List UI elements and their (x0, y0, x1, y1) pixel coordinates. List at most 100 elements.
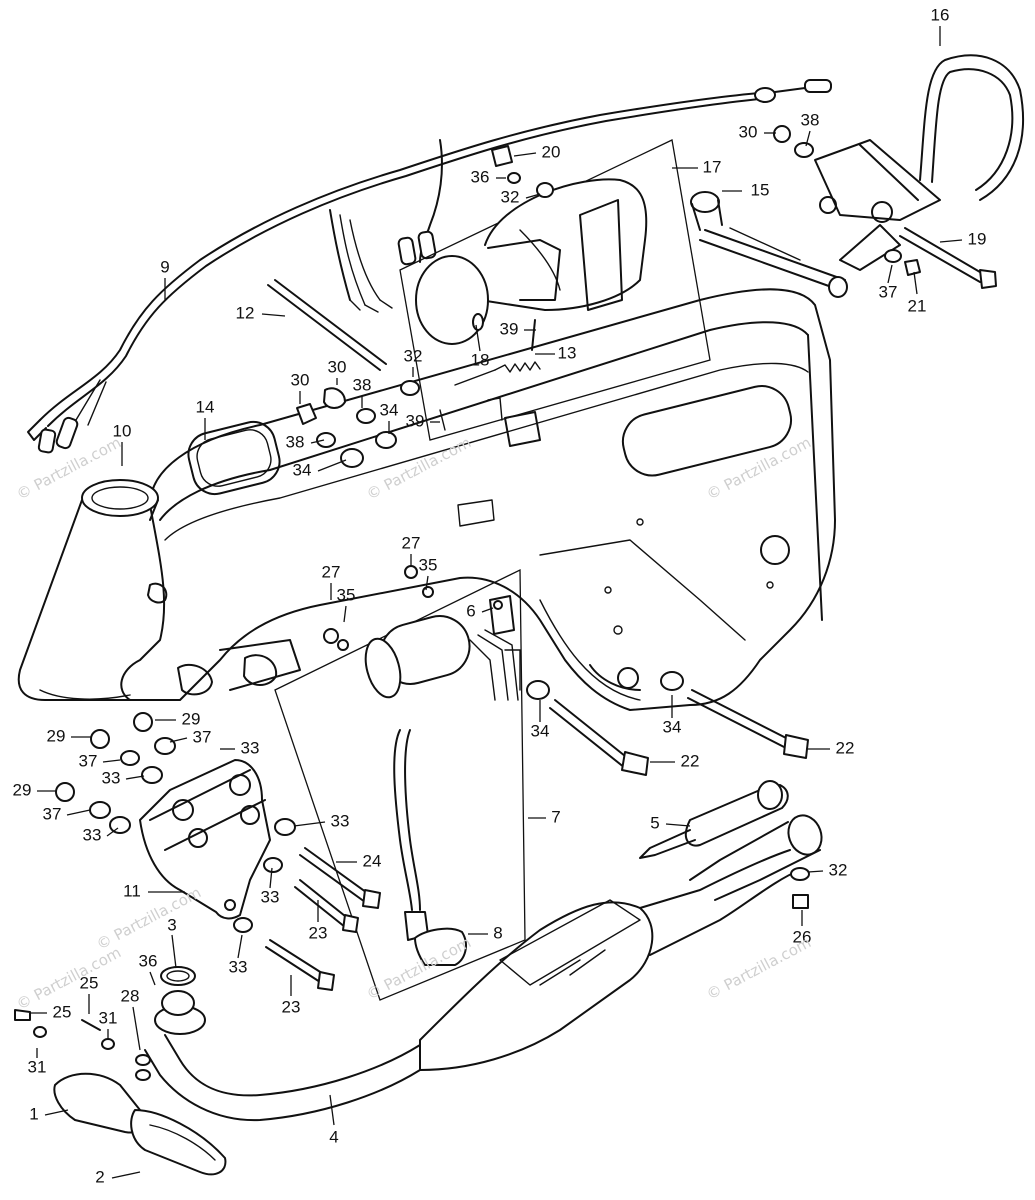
part-callout-c24: 24 (363, 851, 382, 870)
part-callout-c27a: 27 (322, 562, 341, 581)
leader-line-c35b (425, 575, 429, 591)
part-callout-c22b: 22 (836, 738, 855, 757)
leader-line-c5 (665, 823, 691, 827)
part-callout-c34c: 34 (531, 721, 550, 740)
leader-line-c37c (66, 809, 91, 816)
part-callout-c37a: 37 (193, 727, 212, 746)
part-callout-c31a: 31 (99, 1008, 118, 1027)
part-callout-c32c: 32 (829, 860, 848, 879)
part-callout-c35a: 35 (337, 585, 356, 604)
part-callout-c33f: 33 (229, 957, 248, 976)
part-callout-c38c: 38 (286, 432, 305, 451)
leader-line-c37a (169, 737, 188, 743)
part-callout-c16: 16 (931, 5, 950, 24)
frame-body (120, 288, 836, 711)
part-callout-c21: 21 (908, 296, 927, 315)
head-tube (17, 479, 301, 701)
leader-line-c36b (149, 971, 156, 986)
battery-box-assembly (399, 139, 711, 441)
part-callout-c37c: 37 (43, 804, 62, 823)
part-callout-c34b: 34 (293, 460, 312, 479)
part-callout-c29b: 29 (182, 709, 201, 728)
leader-line-c38c (310, 439, 325, 444)
part-callout-c37d: 37 (879, 282, 898, 301)
part-callout-c39a: 39 (500, 319, 519, 338)
part-callout-c28: 28 (121, 986, 140, 1005)
part-callout-c5: 5 (650, 813, 659, 832)
leader-line-c32a (525, 193, 541, 199)
leader-line-c33b (125, 775, 145, 780)
part-callout-c17: 17 (703, 157, 722, 176)
part-callout-c36a: 36 (471, 167, 490, 186)
leader-line-c32c (807, 870, 824, 873)
part-callout-c30b: 30 (328, 357, 347, 376)
part-callout-c33c: 33 (83, 825, 102, 844)
part-callout-c1: 1 (29, 1104, 38, 1123)
leader-line-c28 (132, 1006, 141, 1051)
part-callout-c35b: 35 (419, 555, 438, 574)
leader-line-c33c (106, 827, 119, 837)
leader-line-c2 (111, 1171, 141, 1179)
engine-bracket (55, 712, 381, 991)
ignition-coil-assembly (274, 565, 526, 1001)
part-callout-c3: 3 (167, 915, 176, 934)
hardware-upper (296, 145, 554, 468)
grab-handle (773, 54, 1024, 289)
part-callout-c20: 20 (542, 142, 561, 161)
part-callout-c23a: 23 (309, 923, 328, 942)
leader-line-c20 (513, 152, 537, 157)
part-callout-c32b: 32 (404, 346, 423, 365)
part-callout-c14: 14 (196, 397, 215, 416)
part-callout-c9: 9 (160, 257, 169, 276)
part-callout-c34d: 34 (663, 717, 682, 736)
frame-rail (690, 191, 848, 298)
leader-line-c35a (343, 605, 347, 623)
part-callout-c8: 8 (493, 923, 502, 942)
part-callout-c23b: 23 (282, 997, 301, 1016)
part-callout-c11: 11 (123, 881, 141, 900)
callout-leaders (30, 26, 963, 1179)
part-callout-c38b: 38 (353, 375, 372, 394)
part-callout-c4: 4 (329, 1127, 338, 1146)
leader-line-c37b (102, 759, 121, 763)
part-callout-c33b: 33 (102, 768, 121, 787)
leader-line-c33e (269, 867, 273, 889)
leader-line-c34b (317, 459, 347, 472)
leader-line-c37d (887, 264, 893, 284)
part-callout-c6: 6 (466, 601, 475, 620)
part-callout-c2: 2 (95, 1167, 104, 1186)
part-callout-c19: 19 (968, 229, 987, 248)
part-callout-c27b: 27 (402, 533, 421, 552)
part-callout-c31b: 31 (28, 1057, 47, 1076)
part-callout-c12: 12 (236, 303, 255, 322)
wiring-harness (27, 79, 832, 454)
leader-line-c4 (329, 1094, 335, 1126)
leader-line-c19 (939, 239, 963, 243)
part-callout-c38a: 38 (801, 110, 820, 129)
leader-line-c21 (913, 271, 918, 295)
rod-12 (267, 284, 381, 371)
part-callout-c29a: 29 (47, 726, 66, 745)
leader-line-c33f (237, 934, 243, 959)
part-callout-c37b: 37 (79, 751, 98, 770)
part-callout-c15: 15 (751, 180, 770, 199)
part-callout-c22a: 22 (681, 751, 700, 770)
muffler-exhaust (14, 780, 823, 1176)
leader-line-c3 (171, 934, 177, 969)
part-callout-c30c: 30 (291, 370, 310, 389)
leader-line-c12 (261, 313, 286, 317)
leader-line-c1 (44, 1109, 69, 1116)
part-callout-c7: 7 (551, 807, 560, 826)
part-callout-c10: 10 (113, 421, 132, 440)
leader-line-c6 (481, 607, 494, 613)
part-callout-c32a: 32 (501, 187, 520, 206)
part-callout-c26: 26 (793, 927, 812, 946)
leader-line-c33d (293, 821, 326, 827)
part-callout-c25b: 25 (53, 1002, 72, 1021)
part-callout-c36b: 36 (139, 951, 158, 970)
watermark-text: © Partzilla.com (93, 883, 204, 953)
leader-line-c38a (805, 130, 811, 147)
long-bolts (526, 671, 809, 776)
part-callout-c34a: 34 (380, 400, 399, 419)
